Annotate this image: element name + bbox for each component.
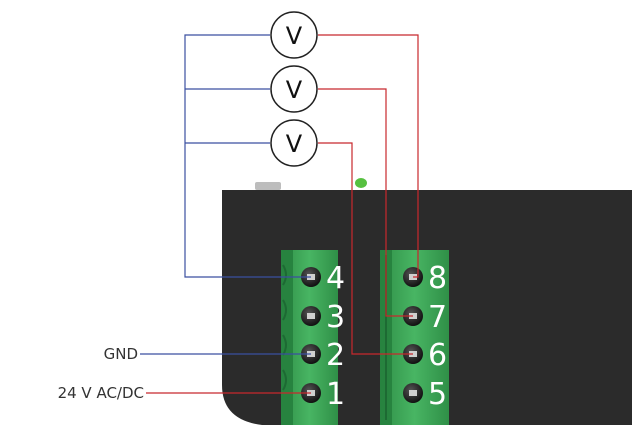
terminal-number-8: 8 [428,261,447,296]
voltmeter-symbol: V [286,76,303,104]
wire-meter-1-to-8 [318,34,419,278]
terminal-number-1: 1 [326,377,345,412]
terminal-number-6: 6 [428,338,447,373]
voltmeter-symbol: V [286,130,303,158]
terminal-number-4: 4 [326,261,345,296]
gnd-label: GND [104,345,138,363]
terminal-number-3: 3 [326,300,345,335]
blue-wires [140,34,311,355]
screw-terminal-3 [301,306,321,326]
voltmeter-3: V [270,119,318,167]
voltmeter-circle [270,65,318,113]
terminal-number-5: 5 [428,377,447,412]
wire-meter-3-to-6 [318,142,413,355]
status-led [355,178,367,188]
voltmeter-circle [270,11,318,59]
red-wires [146,34,419,394]
wire-common-bus [184,34,311,278]
terminal-number-2: 2 [326,338,345,373]
voltmeter-circle [270,119,318,167]
wire-meter-2-to-7 [318,88,413,317]
power-label: 24 V AC/DC [58,384,144,402]
voltmeter-2: V [270,65,318,113]
device-connector-tab [255,182,281,190]
voltmeter-1: V [270,11,318,59]
screw-terminal-5 [403,383,423,403]
terminal-number-7: 7 [428,300,447,335]
voltmeter-symbol: V [286,22,303,50]
